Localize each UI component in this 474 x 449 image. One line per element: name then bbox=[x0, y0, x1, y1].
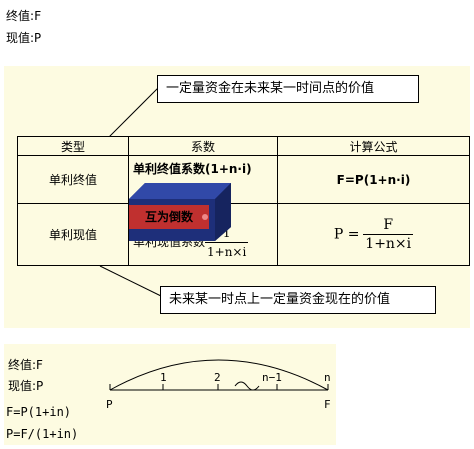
callout-present-value: 未来某一时点上一定量资金现在的价值 bbox=[160, 286, 436, 314]
timeline-ellipsis-wave bbox=[234, 381, 260, 391]
timeline-tick-label: n−1 bbox=[262, 371, 282, 384]
box-dot-icon bbox=[202, 214, 208, 220]
bottom-formula-pv: P=F/(1+in) bbox=[6, 427, 79, 441]
header-formula: 计算公式 bbox=[277, 136, 470, 156]
callout-bottom-connector bbox=[99, 265, 162, 297]
fraction-numerator: F bbox=[363, 216, 414, 235]
top-pv-label: 现值: bbox=[6, 31, 35, 45]
top-pv-line: 现值:P bbox=[6, 30, 41, 46]
table-header-row: 类型 系数 计算公式 bbox=[17, 136, 470, 156]
cell-type: 单利终值 bbox=[17, 155, 129, 204]
box-top bbox=[129, 183, 231, 199]
bottom-formula-fv: F=P(1+in) bbox=[6, 405, 72, 419]
top-fv-label: 终值: bbox=[6, 9, 35, 23]
top-pv-symbol: P bbox=[34, 31, 42, 45]
callout-future-value: 一定量资金在未来某一时间点的价值 bbox=[157, 75, 419, 103]
header-coefficient: 系数 bbox=[128, 136, 278, 156]
fraction-numerator: 1 bbox=[205, 224, 249, 243]
reciprocal-box bbox=[129, 183, 231, 241]
timeline-diagram: 1 2 n−1 n P F bbox=[106, 359, 331, 411]
box-side bbox=[215, 183, 231, 241]
cell-type: 单利现值 bbox=[17, 203, 129, 266]
box-label: 互为倒数 bbox=[144, 210, 193, 224]
table-row: 单利终值 单利终值系数(1+n·i) F=P(1+n·i) bbox=[17, 155, 470, 204]
bottom-pv-line: 现值:P bbox=[8, 379, 44, 393]
fraction-denominator: 1+n×i bbox=[365, 236, 412, 252]
coefficient-table: 类型 系数 计算公式 单利终值 单利终值系数(1+n·i) F=P(1+n·i)… bbox=[17, 136, 470, 266]
bottom-fv-line: 终值:F bbox=[8, 358, 43, 372]
timeline-end-label: F bbox=[324, 398, 331, 411]
box-front bbox=[129, 205, 209, 229]
timeline-start-label: P bbox=[106, 398, 113, 411]
timeline-tick-label: 2 bbox=[214, 371, 221, 384]
coefficient-fraction: 1 1+n×i bbox=[205, 224, 249, 261]
top-fv-symbol: F bbox=[34, 9, 42, 23]
timeline-tick-label: n bbox=[324, 371, 331, 384]
timeline-tick-label: 1 bbox=[160, 371, 167, 384]
header-type: 类型 bbox=[17, 136, 129, 156]
formula-lhs: P = bbox=[333, 226, 360, 243]
coefficient-text: 单利终值系数(1+n·i) bbox=[133, 162, 252, 176]
fraction-denominator: 1+n×i bbox=[207, 245, 247, 259]
timeline-arc bbox=[109, 359, 329, 391]
top-fv-line: 终值:F bbox=[6, 8, 41, 24]
bottom-panel bbox=[4, 344, 336, 445]
cell-formula: F=P(1+n·i) bbox=[277, 155, 470, 204]
